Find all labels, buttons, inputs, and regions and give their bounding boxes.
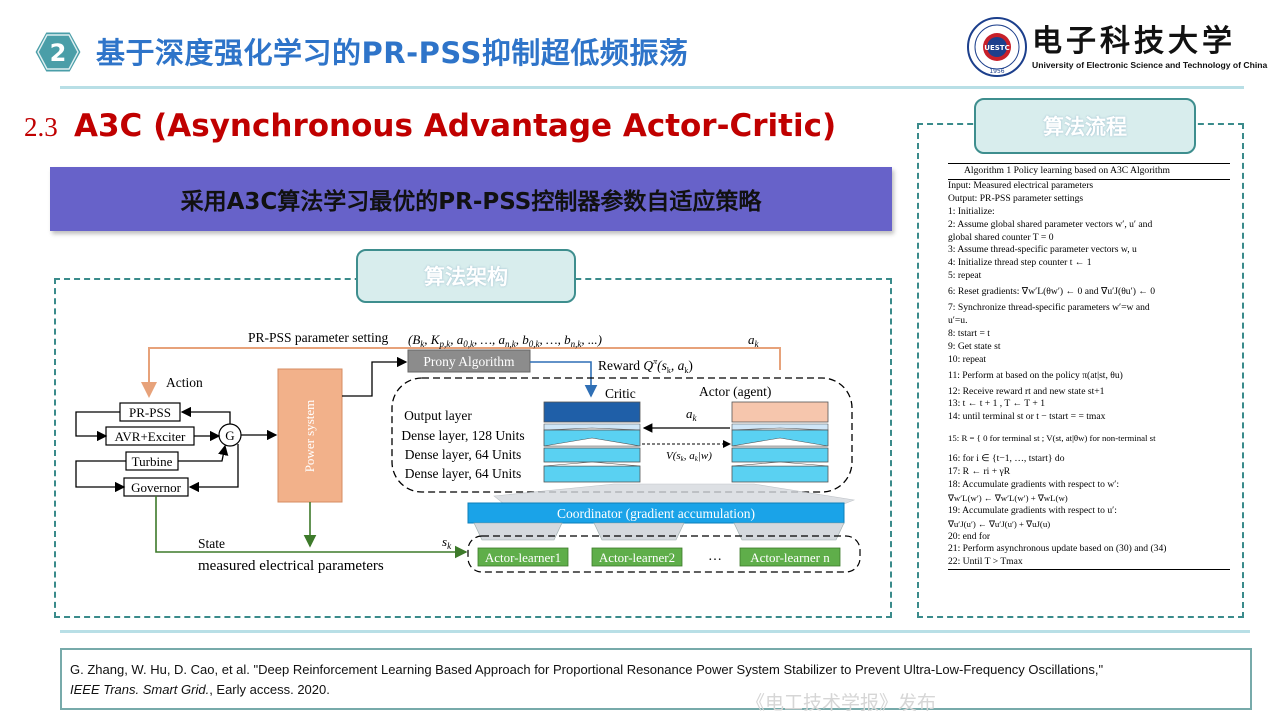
- layer-label-dense-128: Dense layer, 128 Units: [401, 428, 524, 443]
- reference-divider: [60, 630, 1250, 633]
- algo-line: 9: Get state st: [948, 340, 1001, 352]
- reference-box: G. Zhang, W. Hu, D. Cao, et al. "Deep Re…: [60, 648, 1252, 710]
- section-number: 2.3: [24, 112, 58, 142]
- ak-mid-label: ak: [686, 406, 698, 423]
- state-label: State: [198, 536, 225, 551]
- reference-journal: IEEE Trans. Smart Grid.: [70, 682, 210, 697]
- algo-line: 17: R ← ri + γR: [948, 466, 1011, 478]
- reward-label: Reward Qπ(sk, ak): [598, 357, 693, 375]
- badge-number: 2: [50, 39, 67, 67]
- section-title: A3C (Asynchronous Advantage Actor-Critic…: [74, 108, 837, 144]
- algorithm-tab: 算法流程: [974, 98, 1196, 154]
- algo-line: 13: t ← t + 1 , T ← T + 1: [948, 398, 1046, 410]
- algo-line: 16: for i ∈ {t−1, …, tstart} do: [948, 453, 1065, 465]
- prony-algorithm-block: [407, 349, 531, 373]
- sk-label: sk: [442, 534, 452, 551]
- algo-line: Output: PR-PSS parameter settings: [948, 192, 1084, 204]
- algo-line: 19: Accumulate gradients with respect to…: [948, 504, 1117, 516]
- layer-label-dense-64b: Dense layer, 64 Units: [405, 466, 521, 481]
- algo-line: 12: Receive reward rt and new state st+1: [948, 385, 1105, 397]
- layer-label-output: Output layer: [404, 408, 472, 423]
- algo-line: ∇u′J(u′) ← ∇u′J(u′) + ∇uJ(u): [948, 518, 1051, 529]
- algo-line: 1: Initialize:: [948, 205, 995, 217]
- algo-line: Input: Measured electrical parameters: [948, 179, 1094, 191]
- section-number-badge: 2: [34, 31, 82, 73]
- algo-line: u′=u.: [948, 314, 968, 326]
- block-governor-label: Governor: [131, 480, 181, 495]
- action-label: Action: [166, 375, 203, 390]
- algo-line: 18: Accumulate gradients with respect to…: [948, 478, 1120, 490]
- algo-line: 5: repeat: [948, 270, 982, 282]
- header-divider: [60, 86, 1244, 89]
- algo-line: 2: Assume global shared parameter vector…: [948, 218, 1153, 230]
- algo-line: 14: until terminal st or t − tstart = = …: [948, 411, 1106, 423]
- publisher-watermark: 《电工技术学报》发布: [746, 692, 937, 714]
- value-function-label: V(sk, ak|w): [666, 450, 712, 463]
- actor-learner-1-label: Actor-learner1: [485, 550, 561, 565]
- algo-line: 21: Perform asynchronous update based on…: [948, 543, 1167, 555]
- actor-learner-2: [591, 547, 683, 567]
- algo-line: 8: tstart = t: [948, 327, 990, 339]
- reference-authors: G. Zhang, W. Hu, D. Cao, et al. "Deep Re…: [70, 662, 1104, 677]
- algo-line: 11: Perform at based on the policy π(at|…: [948, 369, 1123, 381]
- measured-parameters-label: measured electrical parameters: [198, 558, 384, 574]
- coordinator-label: Coordinator (gradient accumulation): [557, 506, 755, 521]
- actor-learner-1: [477, 547, 569, 567]
- generator-label: G: [225, 428, 234, 443]
- algo-line: 6: Reset gradients: ∇w′L(θw′) ← 0 and ∇u…: [948, 286, 1156, 298]
- power-system-label: Power system: [302, 400, 317, 473]
- block-avr-label: AVR+Exciter: [115, 429, 186, 444]
- key-point-banner: 采用A3C算法学习最优的PR-PSS控制器参数自适应策略: [50, 167, 892, 231]
- svg-text:1956: 1956: [989, 68, 1004, 75]
- critic-label: Critic: [605, 386, 636, 401]
- university-name-en: University of Electronic Science and Tec…: [1032, 60, 1268, 70]
- layer-label-dense-64a: Dense layer, 64 Units: [405, 447, 521, 462]
- param-setting-label: PR-PSS parameter setting: [248, 330, 388, 345]
- university-seal-logo: UESTC 1956: [967, 17, 1027, 77]
- algo-line: 3: Assume thread-specific parameter vect…: [948, 244, 1137, 256]
- algo-line: 15: R = { 0 for terminal st ; V(st, at|θ…: [948, 433, 1156, 444]
- param-tuple: (Bk, Kp,k, a0,k, …, an,k, b0,k, …, bn,k,…: [408, 332, 602, 349]
- algo-line: 10: repeat: [948, 353, 987, 365]
- actor-network: [731, 401, 829, 483]
- banner-text: 采用A3C算法学习最优的PR-PSS控制器参数自适应策略: [180, 189, 762, 215]
- critic-network: [543, 401, 641, 483]
- learner-ellipsis: …: [708, 549, 722, 564]
- reference-tail: , Early access. 2020.: [209, 682, 330, 697]
- architecture-tab: 算法架构: [356, 249, 576, 303]
- algo-line: 7: Synchronize thread-specific parameter…: [948, 302, 1150, 314]
- algo-line: 22: Until T > Tmax: [948, 556, 1230, 571]
- ak-top-label: ak: [748, 332, 760, 349]
- power-system-block: [277, 368, 343, 503]
- block-turbine-label: Turbine: [132, 454, 173, 469]
- actor-learner-n: [739, 547, 841, 567]
- learners-container: [467, 535, 861, 573]
- actor-label: Actor (agent): [699, 384, 771, 399]
- algo-line: 4: Initialize thread step counter t ← 1: [948, 257, 1092, 269]
- slide-title: 基于深度强化学习的PR-PSS抑制超低频振荡: [96, 36, 689, 70]
- actor-learner-2-label: Actor-learner2: [599, 550, 675, 565]
- architecture-diagram: PR-PSS parameter setting (Bk, Kp,k, a0,k…: [75, 330, 861, 574]
- algo-line: global shared counter T = 0: [948, 231, 1054, 243]
- algorithm-title: Algorithm 1 Policy learning based on A3C…: [948, 163, 1230, 180]
- actor-learner-n-label: Actor-learner n: [750, 550, 830, 565]
- algo-line: 20: end for: [948, 530, 991, 542]
- prony-label: Prony Algorithm: [423, 354, 515, 369]
- algorithm-listing: Algorithm 1 Policy learning based on A3C…: [948, 163, 1230, 605]
- svg-text:UESTC: UESTC: [984, 44, 1009, 52]
- university-name-cn: 电子科技大学: [1032, 24, 1236, 59]
- reference-source: IEEE Trans. Smart Grid., Early access. 2…: [70, 680, 1242, 700]
- algo-line: ∇w′L(w′) ← ∇w′L(w′) + ∇wL(w): [948, 492, 1068, 503]
- block-pr-pss-label: PR-PSS: [129, 405, 171, 420]
